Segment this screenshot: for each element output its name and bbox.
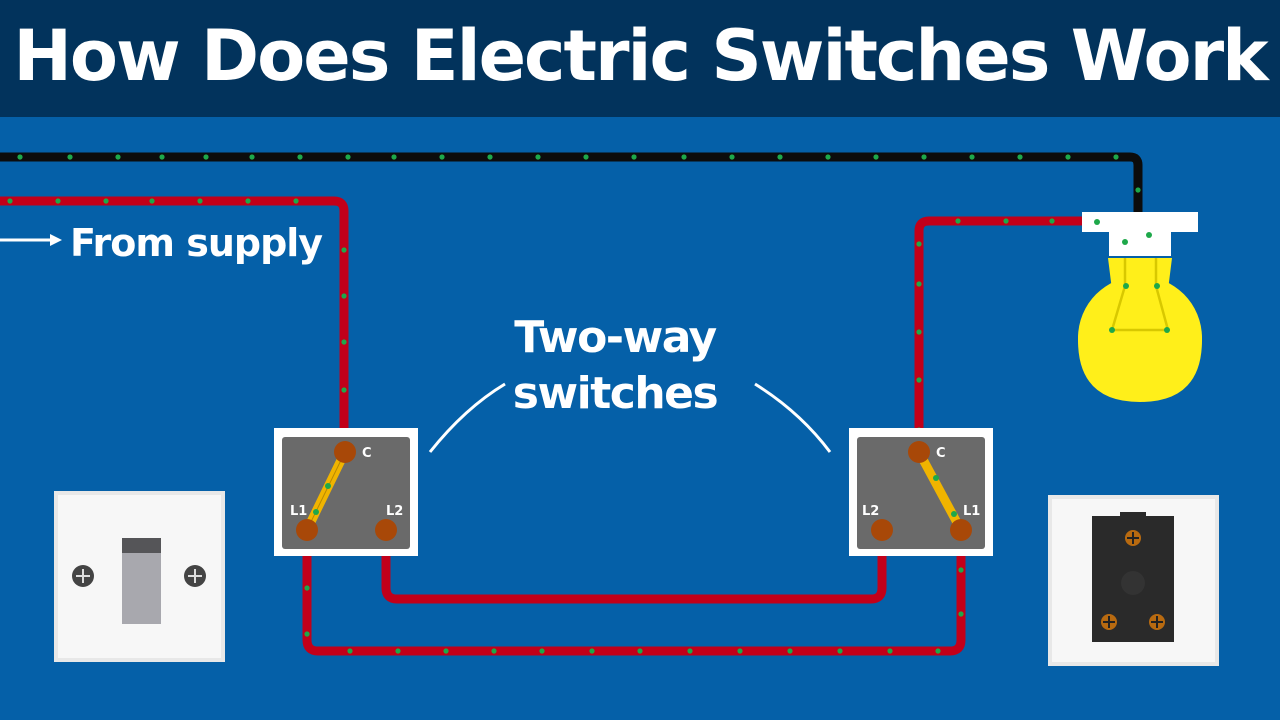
wall-switch-back-icon	[1048, 495, 1219, 666]
screw-icon	[1101, 614, 1117, 630]
neutral-wire	[0, 152, 1143, 216]
wall-switch-front-icon	[54, 491, 225, 662]
arrow-right-icon	[0, 234, 62, 246]
right-terminal-l2: L2	[862, 504, 879, 519]
screw-icon	[1149, 614, 1165, 630]
title-bar	[0, 0, 1280, 117]
strapper-wire-l1	[302, 530, 966, 656]
pointer-line-left	[428, 382, 506, 453]
right-two-way-switch: C L2 L1	[849, 428, 993, 556]
light-bulb-icon	[1078, 212, 1202, 402]
pointer-line-right	[754, 382, 832, 453]
screw-icon	[1125, 530, 1141, 546]
two-way-label-line1: Two-way	[514, 312, 716, 363]
left-two-way-switch: C L1 L2	[274, 428, 418, 556]
two-way-label-line2: switches	[513, 368, 718, 419]
left-terminal-c: C	[362, 446, 372, 461]
supply-live-wire	[0, 196, 349, 438]
left-terminal-l1: L1	[290, 504, 307, 519]
strapper-wire-l2	[381, 530, 887, 604]
screw-icon	[72, 565, 94, 587]
current-flow-dots	[7, 154, 1141, 654]
right-terminal-l1: L1	[963, 504, 980, 519]
left-terminal-l2: L2	[386, 504, 403, 519]
screw-icon	[184, 565, 206, 587]
from-supply-label: From supply	[70, 221, 323, 265]
page-title: How Does Electric Switches Work	[13, 15, 1268, 97]
lamp-live-wire	[914, 216, 1088, 452]
right-terminal-c: C	[936, 446, 946, 461]
